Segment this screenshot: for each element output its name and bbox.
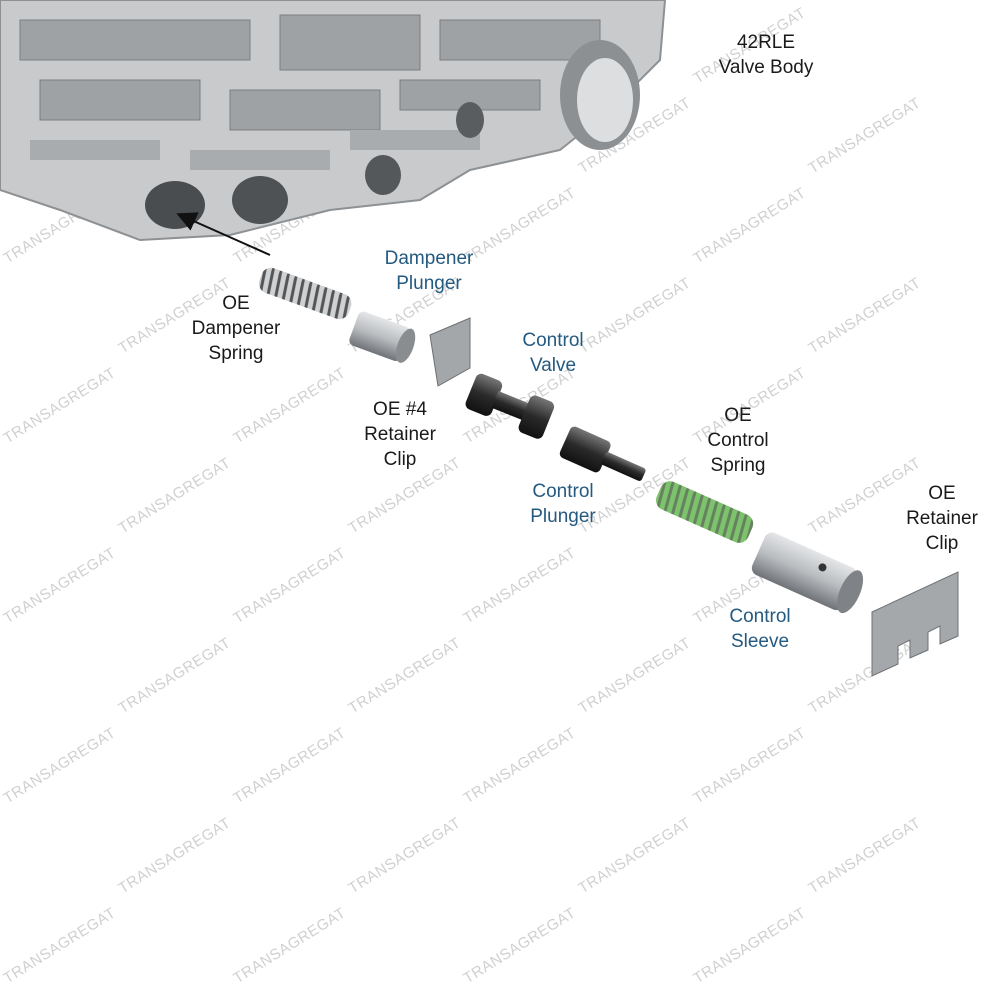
label-line: Sleeve xyxy=(730,631,790,652)
label-control-spring: OE Control Spring xyxy=(707,403,768,478)
label-line: Control xyxy=(707,430,769,451)
dampener-spring-image xyxy=(258,267,352,320)
label-line: Spring xyxy=(208,343,264,364)
label-line: Retainer xyxy=(906,508,978,529)
label-line: Control xyxy=(729,606,791,627)
label-control-valve: Control Valve xyxy=(522,328,583,378)
label-line: OE xyxy=(222,293,250,314)
control-plunger-image xyxy=(559,426,646,481)
label-line: Valve Body xyxy=(718,57,814,78)
label-retainer-clip: OE Retainer Clip xyxy=(906,481,978,556)
label-line: Dampener xyxy=(384,248,474,269)
label-control-plunger: Control Plunger xyxy=(530,479,596,529)
dampener-plunger-image xyxy=(349,311,416,363)
label-line: Control xyxy=(522,330,584,351)
control-valve-image xyxy=(465,373,555,439)
control-sleeve-image xyxy=(751,532,864,614)
label-line: Clip xyxy=(925,533,959,554)
label-line: Spring xyxy=(710,455,766,476)
label-line: Plunger xyxy=(530,506,596,527)
label-line: Valve xyxy=(529,355,577,376)
label-line: OE xyxy=(724,405,752,426)
label-control-sleeve: Control Sleeve xyxy=(729,604,790,654)
label-line: Control xyxy=(532,481,594,502)
label-line: 42RLE xyxy=(736,32,796,53)
label-line: Plunger xyxy=(396,273,462,294)
retainer-clip-image xyxy=(871,571,959,677)
label-line: Retainer xyxy=(364,424,436,445)
label-retainer-clip-4: OE #4 Retainer Clip xyxy=(364,397,436,472)
label-valve-body: 42RLE Valve Body xyxy=(719,30,814,80)
label-line: Dampener xyxy=(191,318,281,339)
label-line: OE #4 xyxy=(373,399,427,420)
label-line: Clip xyxy=(383,449,417,470)
valve-body-image xyxy=(0,0,667,242)
retainer-clip-4-image xyxy=(429,317,471,387)
control-spring-image xyxy=(656,481,754,543)
insertion-arrow xyxy=(176,212,271,256)
label-dampener-spring: OE Dampener Spring xyxy=(192,291,281,366)
label-dampener-plunger: Dampener Plunger xyxy=(385,246,474,296)
label-line: OE xyxy=(928,483,956,504)
